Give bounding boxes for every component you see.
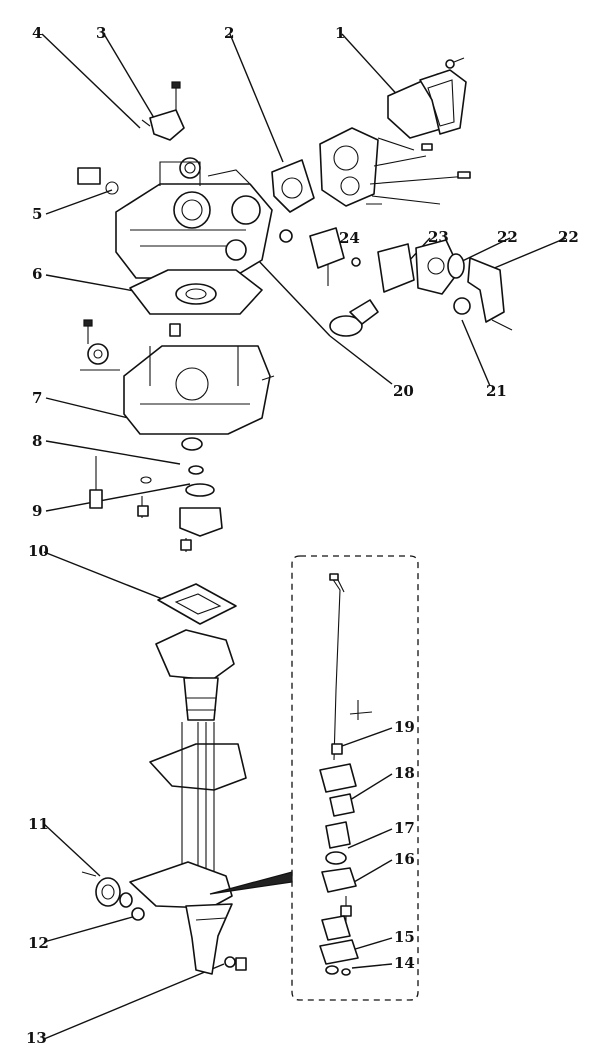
callout-7: 7: [32, 389, 42, 407]
leader-lines: [41, 33, 567, 1040]
parts-7-9-seals: [89, 437, 223, 552]
callout-1: 1: [335, 24, 345, 42]
inset-detail-box: [291, 555, 419, 1001]
lower-crankcase: [123, 323, 275, 435]
left-pump-fitting: [80, 319, 120, 371]
callout-21: 21: [486, 382, 507, 400]
callout-3: 3: [96, 24, 106, 42]
callout-13: 13: [26, 1029, 47, 1047]
part-3-4-brackets: [141, 81, 201, 179]
part-2-cylinder: [271, 127, 471, 213]
callout-18: 18: [394, 764, 415, 782]
upper-crankcase: [77, 161, 273, 279]
part-10-gasket-plate: [157, 583, 237, 625]
callout-19: 19: [394, 718, 415, 736]
callout-11: 11: [28, 815, 49, 833]
callout-16: 16: [394, 850, 415, 868]
part-1-cover: [387, 57, 467, 139]
callout-8: 8: [32, 432, 42, 450]
callout-24: 24: [339, 229, 360, 247]
callout-4: 4: [32, 24, 42, 42]
driveshaft-housing: [149, 629, 247, 900]
callout-10: 10: [28, 542, 49, 560]
callout-12: 12: [28, 934, 49, 952]
callout-17: 17: [394, 819, 415, 837]
callout-5: 5: [32, 205, 42, 223]
callout-9: 9: [32, 502, 42, 520]
parts-20-24-carburetor: [279, 227, 513, 337]
lower-unit-gearcase: [81, 861, 293, 975]
callout-14: 14: [394, 954, 415, 972]
callout-2: 2: [224, 24, 234, 42]
part-6-gasket: [129, 269, 263, 315]
callout-6: 6: [32, 265, 42, 283]
callout-labels: 1 2 3 4 5 6 7 8 9 10 11 12 13 14 15 16 1…: [26, 24, 579, 1047]
callout-20: 20: [393, 382, 414, 400]
callout-15: 15: [394, 928, 415, 946]
callout-22-right: 22: [558, 228, 579, 246]
